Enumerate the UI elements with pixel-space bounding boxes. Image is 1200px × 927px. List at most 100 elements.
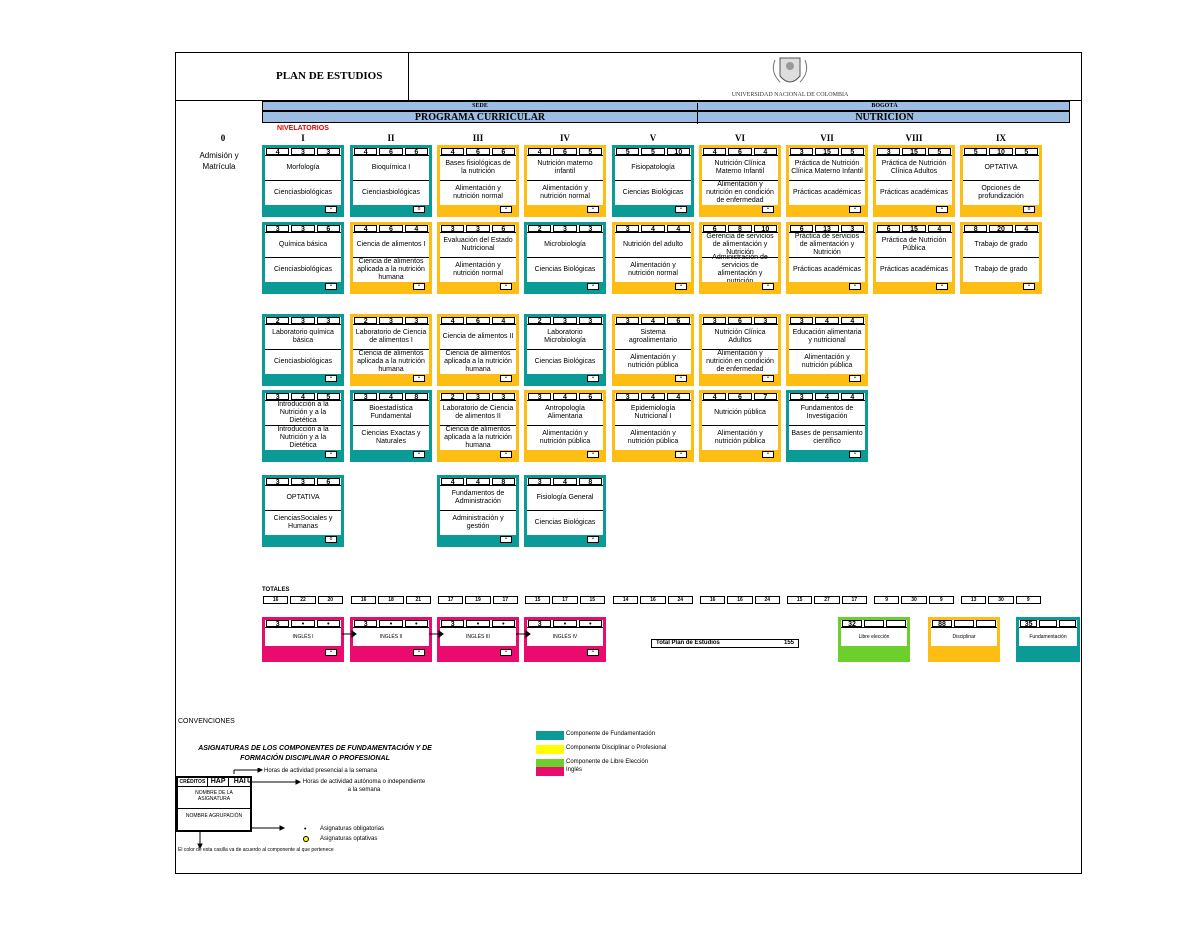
course-group: Prácticas académicas bbox=[879, 189, 949, 196]
course-name: Fundamentos de Investigación bbox=[789, 401, 865, 426]
course-credit-value: 4 bbox=[641, 317, 665, 325]
course-name: Bioquímica I bbox=[353, 156, 429, 181]
summary-empty bbox=[864, 620, 884, 627]
course-credit-value: 6 bbox=[877, 225, 901, 233]
totales-value: 14 bbox=[613, 596, 639, 604]
totales-value: 19 bbox=[465, 596, 491, 604]
course-credit-value: 4 bbox=[466, 478, 490, 486]
summary-name: Fundamentación bbox=[1029, 634, 1067, 640]
course-name: Práctica de Nutrición Clínica Adultos bbox=[876, 156, 952, 181]
ingles-card[interactable]: 3••INGLÉS II• bbox=[350, 617, 432, 662]
course-credit-value: 13 bbox=[815, 225, 839, 233]
legend-credits: CRÉDITOS bbox=[178, 778, 208, 786]
course-credit-value: 8 bbox=[578, 478, 602, 486]
course-credit-value: 6 bbox=[379, 148, 403, 156]
obligatoria-icon: • bbox=[413, 283, 425, 290]
obligatoria-icon: • bbox=[325, 649, 337, 656]
summary-empty bbox=[954, 620, 974, 627]
totales-value: 16 bbox=[640, 596, 666, 604]
ingles-name: INGLÉS II bbox=[379, 634, 403, 640]
course-color-bar bbox=[527, 205, 603, 214]
course-color-bar bbox=[440, 535, 516, 544]
obligatoria-icon: • bbox=[500, 451, 512, 458]
course-group: Alimentación y nutrición normal bbox=[453, 185, 503, 200]
summary-color-bar bbox=[1019, 646, 1077, 659]
course-credit-value: 3 bbox=[616, 317, 640, 325]
course-color-bar bbox=[702, 374, 778, 383]
comp-ingles: Inglés bbox=[566, 767, 583, 773]
obligatoria-icon: • bbox=[849, 451, 861, 458]
course-credit-value: 5 bbox=[578, 148, 602, 156]
page-title: PLAN DE ESTUDIOS bbox=[176, 53, 409, 101]
ingles-card[interactable]: 3••INGLÉS III• bbox=[437, 617, 519, 662]
course-credit-value: 15 bbox=[815, 148, 839, 156]
course-credit-value: 4 bbox=[491, 317, 515, 325]
obligatoria-icon: • bbox=[500, 536, 512, 543]
course-credit-value: 4 bbox=[666, 393, 690, 401]
summary-empty bbox=[1039, 620, 1057, 627]
course-credit-value: 2 bbox=[528, 225, 552, 233]
course-credit-value: 6 bbox=[466, 148, 490, 156]
course-credit-value: 10 bbox=[989, 148, 1013, 156]
course-credit-value: 4 bbox=[441, 478, 465, 486]
course-credit-value: 4 bbox=[354, 225, 378, 233]
ingles-card[interactable]: 3••INGLÉS IV• bbox=[524, 617, 606, 662]
course-credit-value: 15 bbox=[902, 148, 926, 156]
course-group: Introducción a la Nutrición y a la Dieté… bbox=[277, 426, 329, 449]
course-credit-value: 6 bbox=[316, 478, 340, 486]
optativa-icon: o bbox=[325, 536, 337, 543]
ingles-card[interactable]: 3••INGLÉS I• bbox=[262, 617, 344, 662]
obligatoria-icon: • bbox=[500, 206, 512, 213]
course-group: Ciencias Biológicas bbox=[534, 358, 596, 365]
course-color-bar bbox=[702, 450, 778, 459]
course-credit-value: 10 bbox=[753, 225, 777, 233]
swatch-profesional bbox=[536, 745, 564, 754]
legend-group: NOMBRE AGRUPACIÓN bbox=[185, 813, 243, 819]
level-header: I bbox=[301, 133, 305, 143]
summary-color-bar bbox=[931, 646, 997, 659]
